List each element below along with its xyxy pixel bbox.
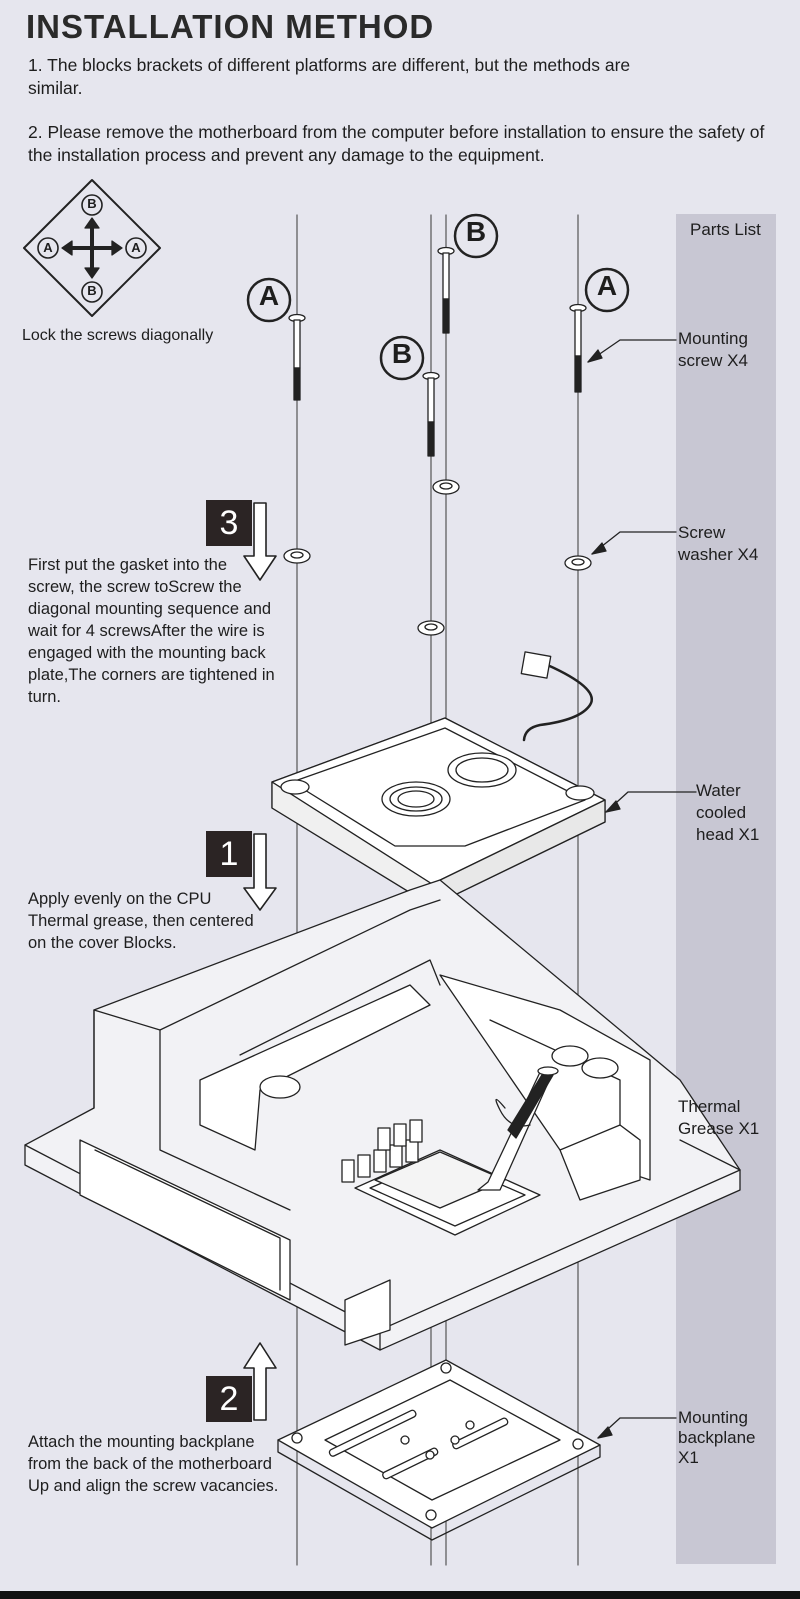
screw-a-right: [569, 303, 587, 393]
step-1-badge: 1: [206, 831, 252, 877]
step-3-instructions: First put the gasket into the screw, the…: [28, 556, 275, 706]
bottom-bar: [0, 1591, 800, 1599]
mounting-screws: [288, 246, 587, 457]
step-2-instructions: Attach the mounting backplane from the b…: [28, 1433, 279, 1495]
screw-label-b-mid: B: [391, 338, 413, 369]
page-title: INSTALLATION METHOD: [26, 8, 435, 45]
step-3-badge: 3: [206, 500, 252, 546]
part-mounting-backplane: Mounting backplane X1: [678, 1408, 756, 1467]
lock-diagram-caption: Lock the screws diagonally: [22, 327, 214, 344]
lock-label-b-bottom: B: [87, 283, 97, 298]
mounting-backplane: [277, 1359, 601, 1541]
screw-label-a-right: A: [596, 270, 618, 301]
part-thermal-grease: Thermal Grease X1: [678, 1097, 760, 1138]
step-arrows: [243, 502, 277, 1421]
step-1-instructions: Apply evenly on the CPU Thermal grease, …: [28, 890, 254, 952]
lock-label-a-left: A: [43, 240, 53, 255]
motherboard: [24, 879, 741, 1351]
lock-label-b-top: B: [87, 196, 97, 211]
lock-label-a-right: A: [131, 240, 141, 255]
intro-note-2: 2. Please remove the motherboard from th…: [28, 122, 765, 165]
part-mounting-screw: Mounting screw X4: [678, 329, 748, 370]
screw-b-mid: [422, 371, 440, 457]
screw-washers: [283, 479, 592, 636]
water-block: [271, 651, 606, 907]
thermal-grease-syringe: [477, 1066, 559, 1191]
screw-letter-circles: [246, 213, 630, 381]
part-water-cooled-head: Water cooled head X1: [696, 781, 760, 844]
screw-a-left: [288, 313, 306, 401]
parts-list-panel: [676, 214, 776, 1564]
lock-screws-diagonal-icon: [23, 179, 161, 317]
step-2-badge: 2: [206, 1376, 252, 1422]
intro-note-1: 1. The blocks brackets of different plat…: [28, 55, 631, 98]
part-screw-washer: Screw washer X4: [678, 523, 759, 564]
screw-label-a-left: A: [258, 280, 280, 311]
screw-label-b-top: B: [465, 216, 487, 247]
screw-b-top: [437, 246, 455, 334]
parts-list-title: Parts List: [690, 220, 761, 239]
